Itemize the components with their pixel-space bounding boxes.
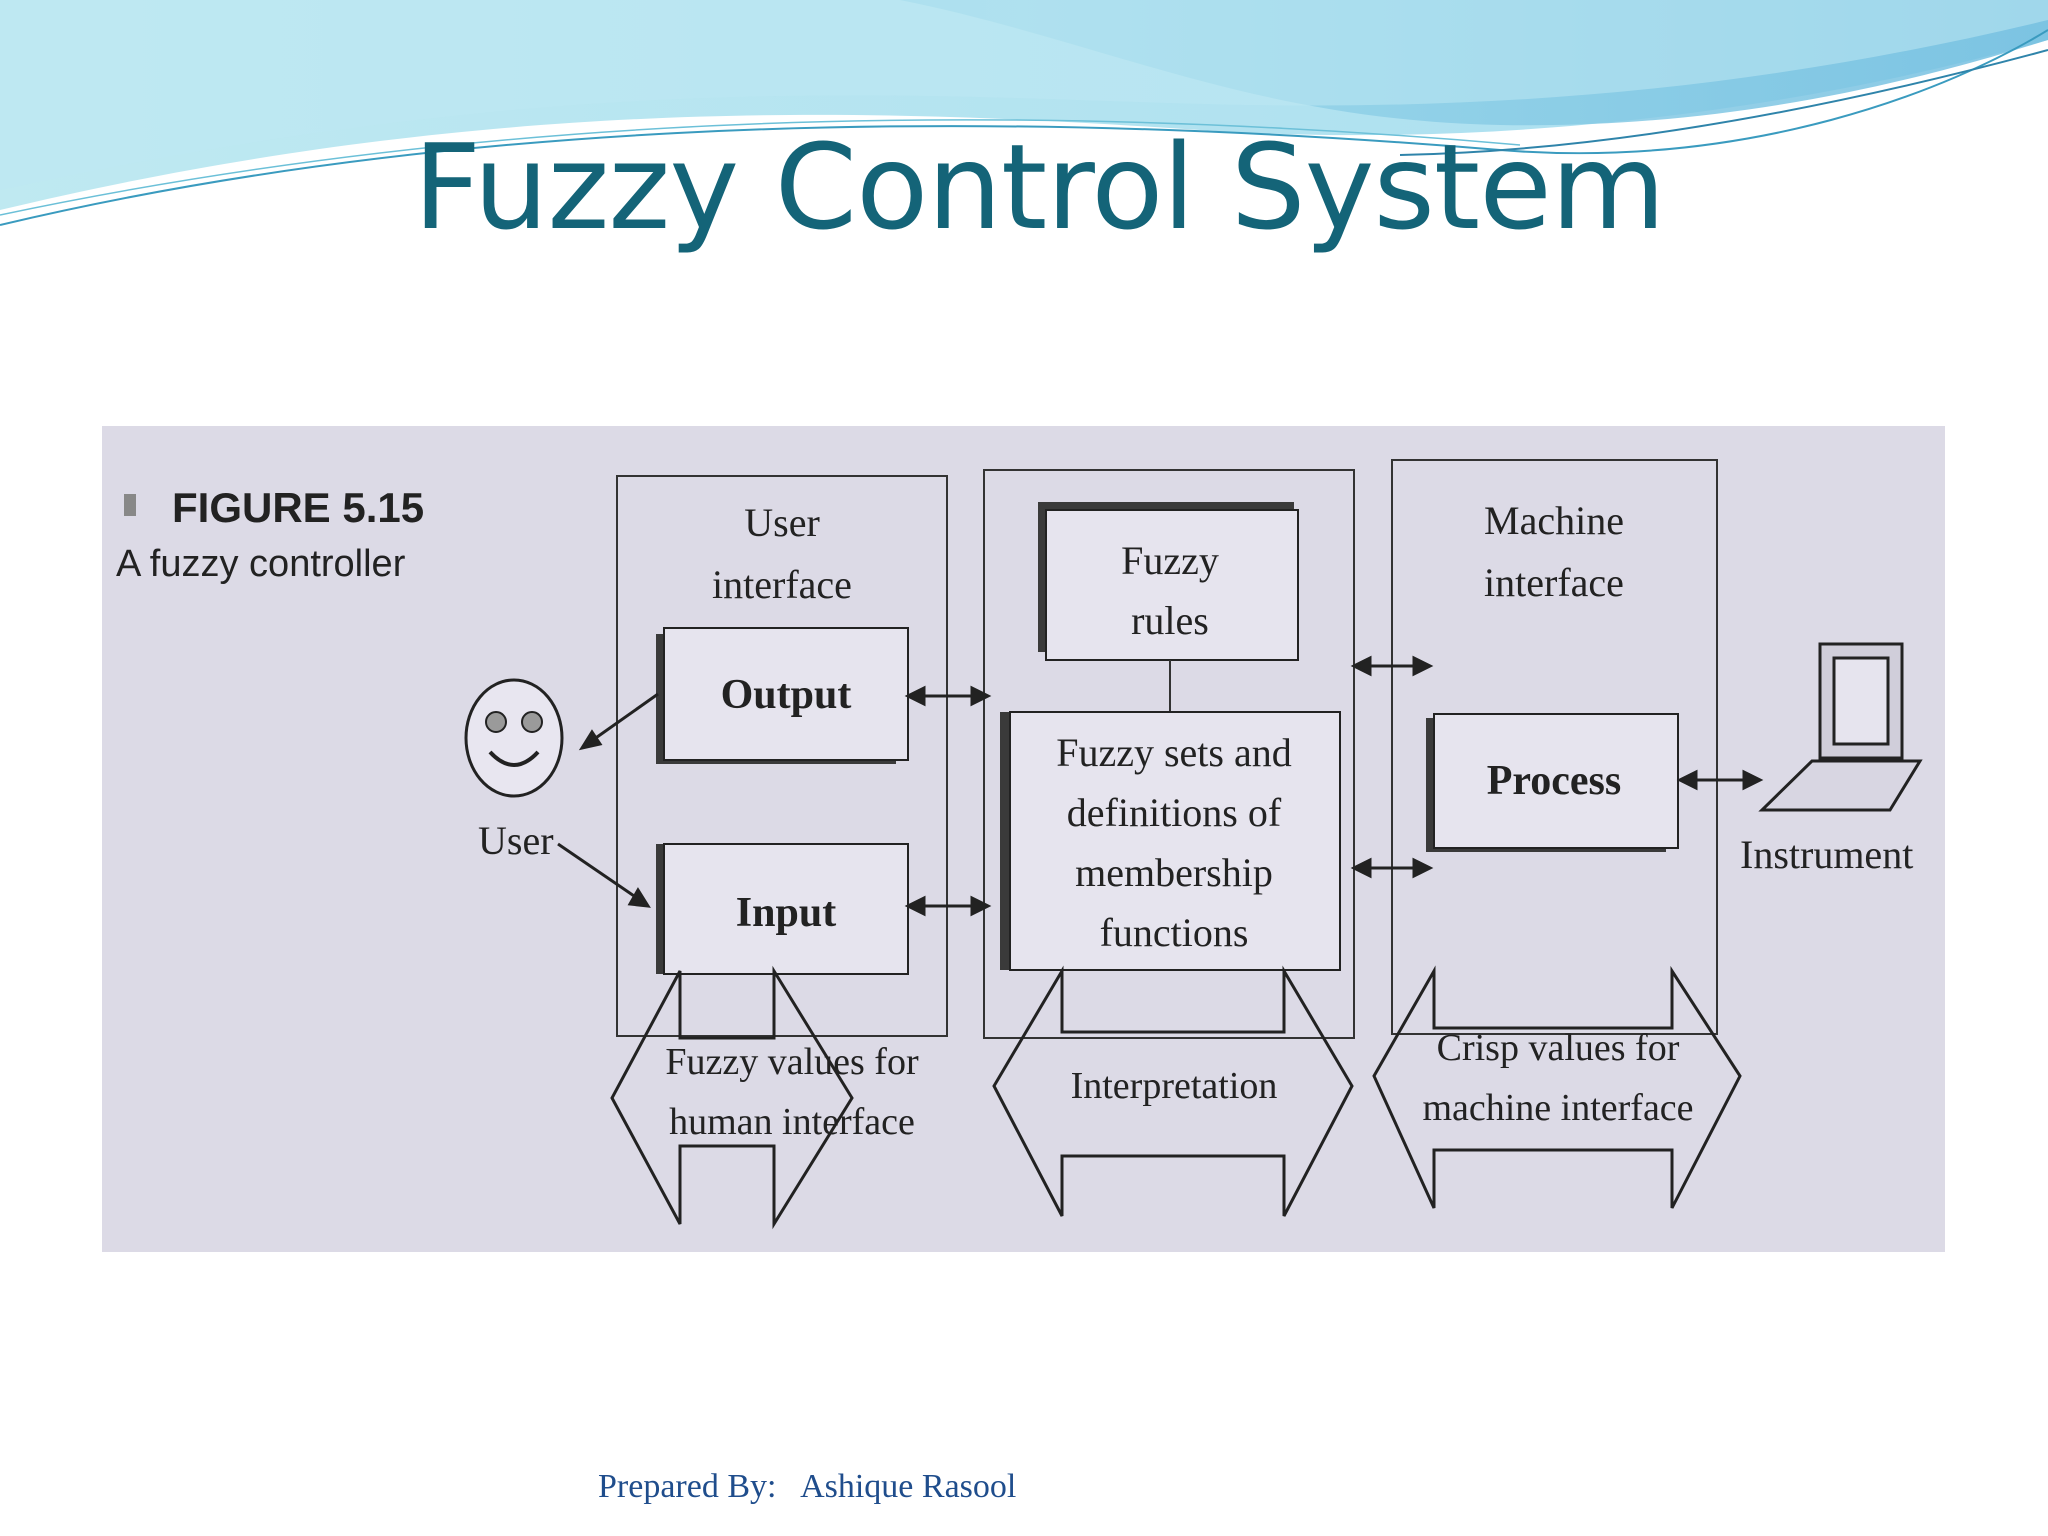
- user-arrows: [557, 692, 659, 908]
- fuzzy-controller-figure: FIGURE 5.15 A fuzzy controller User inte…: [102, 426, 1945, 1252]
- instrument-label: Instrument: [1740, 832, 1913, 877]
- smiley-face-icon: [464, 678, 564, 798]
- interpretation-label: Interpretation: [1071, 1065, 1278, 1107]
- input-label: Input: [736, 890, 836, 936]
- machine-interface-frame: [1391, 459, 1718, 1035]
- page-title: Fuzzy Control System: [413, 118, 1666, 256]
- computer-icon: [1758, 642, 1923, 812]
- crisp-values-line1: Crisp values for: [1437, 1027, 1680, 1069]
- user-interface-title-line1: User: [744, 500, 820, 545]
- fuzzy-sets-line1: Fuzzy sets and: [1056, 730, 1292, 775]
- user-label: User: [478, 818, 554, 863]
- output-box: [663, 627, 909, 761]
- process-label: Process: [1487, 758, 1622, 804]
- core-frame: [983, 469, 1355, 1039]
- bottom-arrow-outlines: [610, 965, 1742, 1230]
- figure-caption: A fuzzy controller: [116, 543, 406, 585]
- double-arrows: [904, 655, 1764, 917]
- fuzzy-sets-box: [1009, 711, 1341, 971]
- fuzzy-rules-box: [1045, 509, 1299, 661]
- figure-label: FIGURE 5.15: [172, 484, 424, 531]
- fuzzy-values-line2: human interface: [669, 1101, 915, 1143]
- machine-interface-title-line2: interface: [1484, 560, 1624, 605]
- fuzzy-sets-line4: functions: [1100, 910, 1249, 955]
- process-box: [1433, 713, 1679, 849]
- machine-interface-title-line1: Machine: [1484, 498, 1624, 543]
- footer-credit: Prepared By: Ashique Rasool: [598, 1468, 1017, 1505]
- fuzzy-rules-line1: Fuzzy: [1121, 538, 1219, 583]
- user-interface-frame: [616, 475, 948, 1037]
- user-interface-title-line2: interface: [712, 562, 852, 607]
- fuzzy-rules-line2: rules: [1131, 598, 1209, 643]
- header-wave-decoration: [0, 0, 2048, 226]
- fuzzy-sets-line3: membership: [1075, 850, 1273, 895]
- figure-label-marker: [124, 494, 136, 516]
- input-box: [663, 843, 909, 975]
- crisp-values-line2: machine interface: [1422, 1087, 1693, 1129]
- output-label: Output: [721, 672, 852, 718]
- fuzzy-values-line1: Fuzzy values for: [665, 1041, 919, 1083]
- fuzzy-sets-line2: definitions of: [1067, 790, 1282, 835]
